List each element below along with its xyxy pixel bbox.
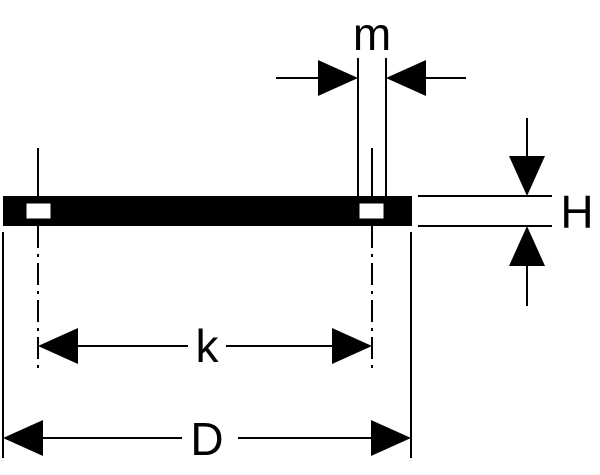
dimension-label-d: D [190,413,223,465]
m-arrow-right-head [386,60,426,96]
dimension-d: D [2,232,412,465]
d-arrow-right-head [371,420,411,456]
bolt-hole-left [25,202,52,220]
dimension-h: H [418,118,594,306]
k-arrow-left-head [38,328,78,364]
h-arrow-top-head [509,156,545,196]
m-arrow-left-head [318,60,358,96]
flange-bar [3,196,412,226]
k-arrow-right-head [332,328,372,364]
dimension-label-k: k [196,320,220,372]
h-arrow-bottom-head [509,226,545,266]
dimension-label-m: m [353,8,391,60]
bolt-hole-right [358,202,385,220]
dimension-k: k [38,320,372,372]
flange-plate [3,196,412,226]
dimension-label-h: H [560,186,593,238]
dimension-m: m [276,8,466,196]
d-arrow-left-head [3,420,43,456]
hole-center-lines [37,148,373,372]
